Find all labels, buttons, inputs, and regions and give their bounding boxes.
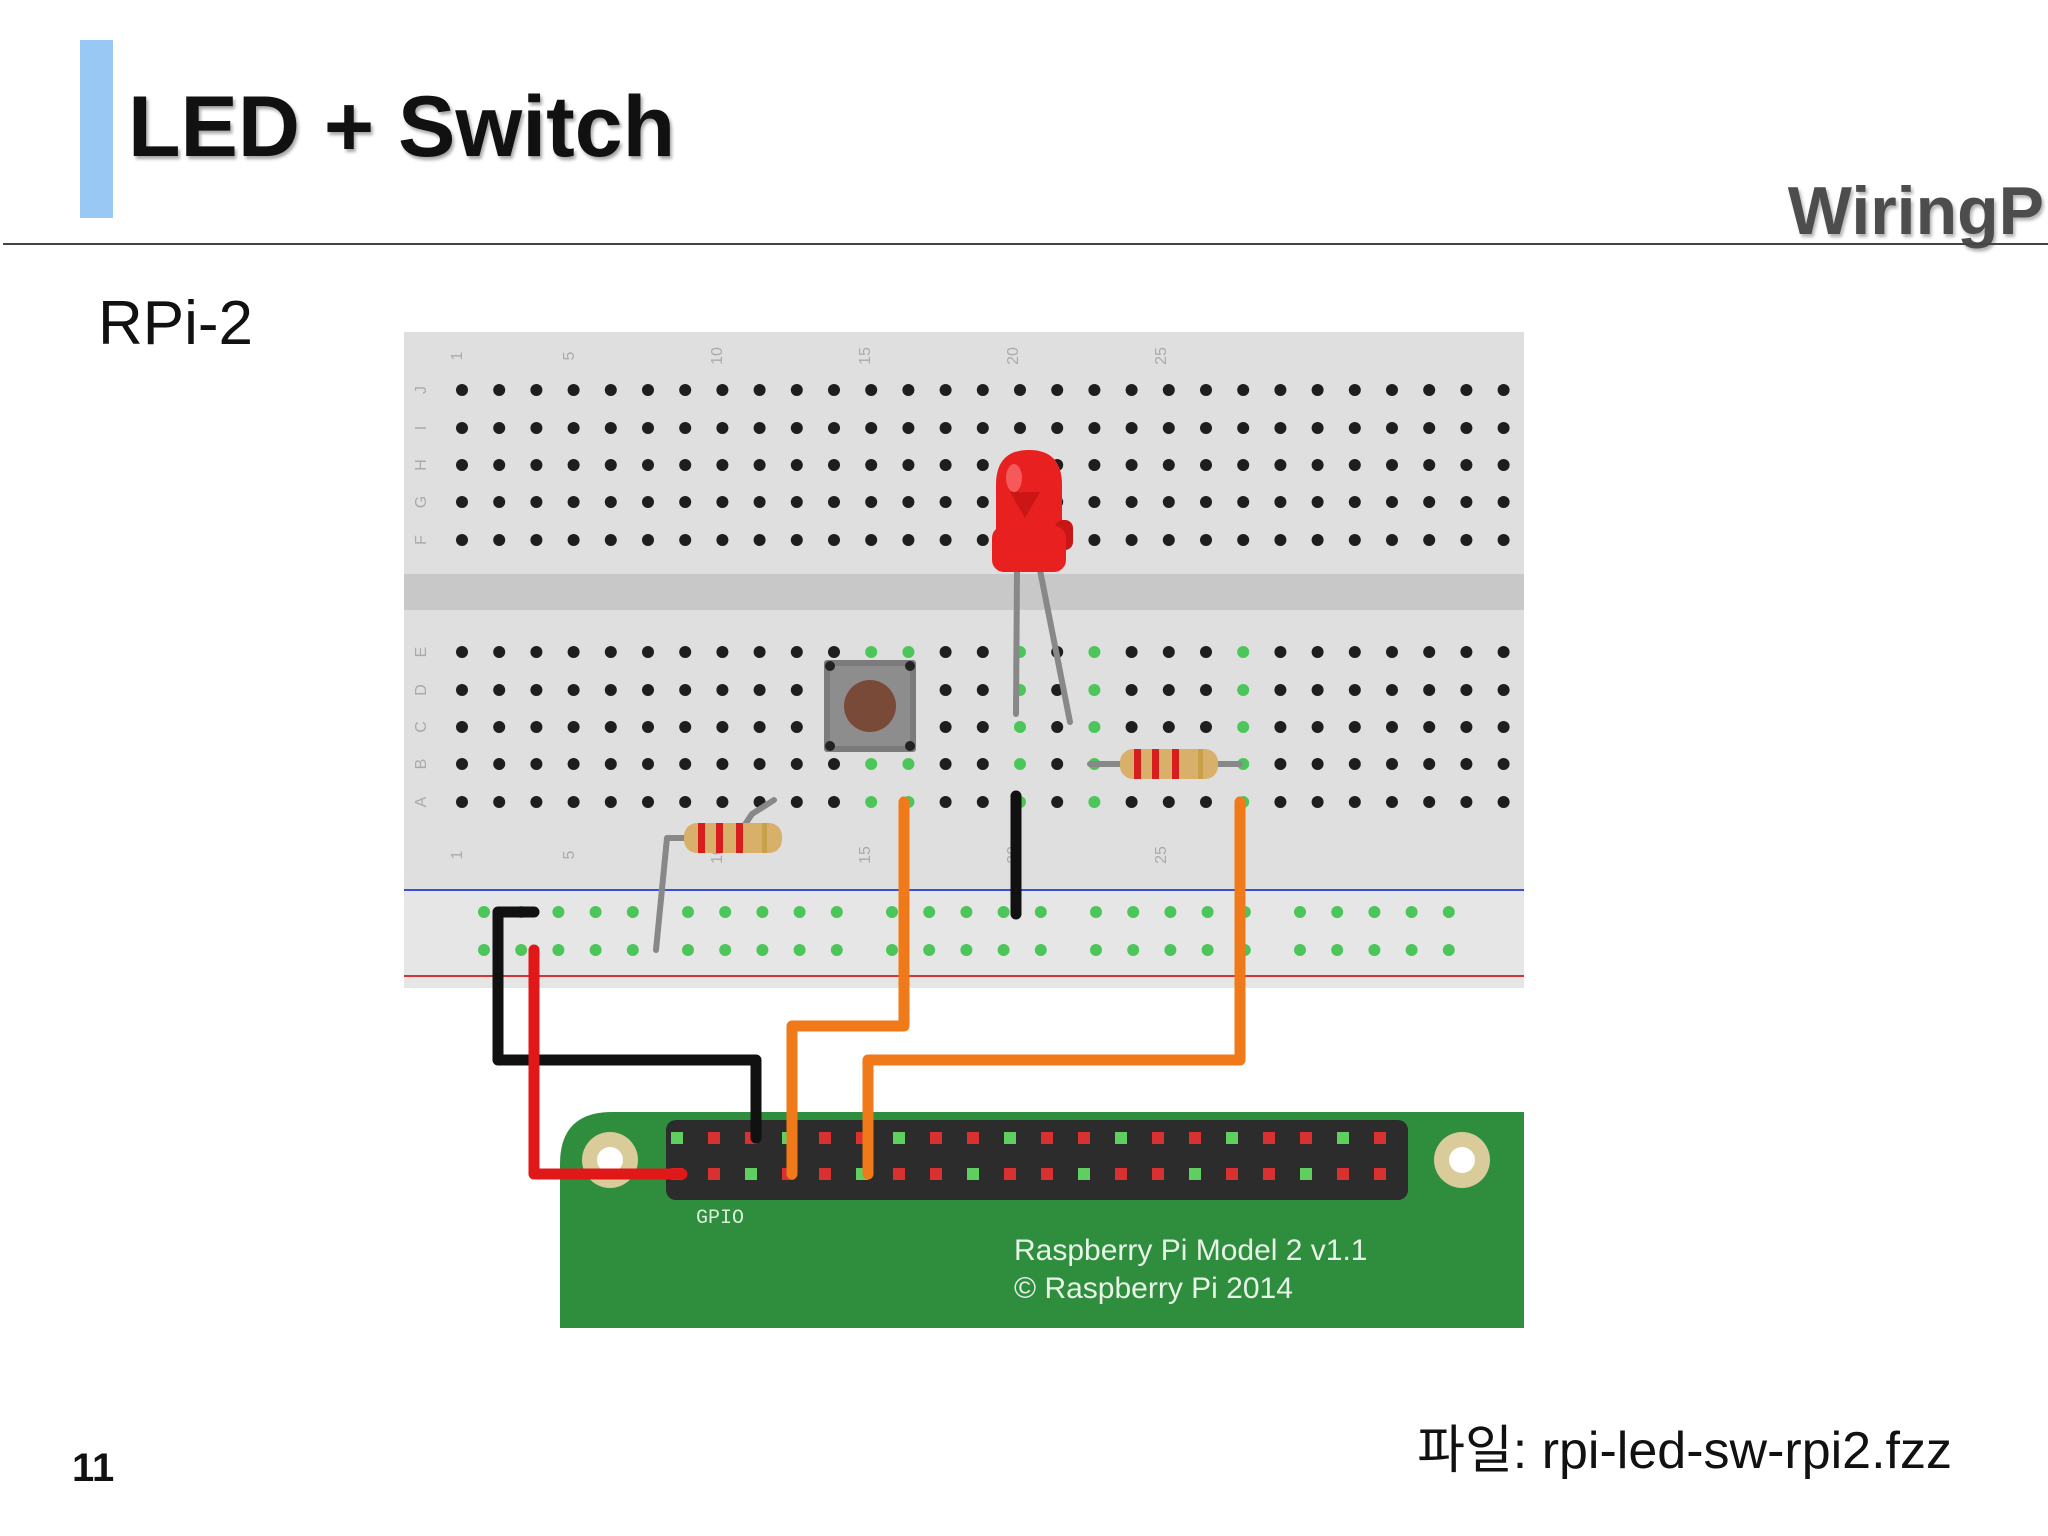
push-button-switch xyxy=(824,660,916,752)
page-number: 11 xyxy=(72,1446,115,1490)
column-label-1-bottom: 1 xyxy=(449,850,466,859)
column-label-20-top: 20 xyxy=(1005,347,1022,365)
column-label-5-top: 5 xyxy=(561,351,578,360)
column-label-10-top: 10 xyxy=(709,347,726,365)
led-lead-long xyxy=(1037,567,1073,725)
wire-red-power xyxy=(528,944,688,1180)
row-label-a: A xyxy=(413,796,430,807)
resistor-led xyxy=(1120,749,1218,779)
column-label-1-top: 1 xyxy=(449,351,466,360)
resistor-switch xyxy=(684,823,782,853)
gpio-header xyxy=(666,1120,1408,1200)
circuit-diagram: 1 5 10 15 20 25 1 5 10 15 20 25 J I H G … xyxy=(380,330,1532,1330)
breadboard xyxy=(404,332,1524,988)
header-brand: WiringP xyxy=(1787,173,2044,249)
row-label-f: F xyxy=(413,535,430,545)
board-subtitle: RPi-2 xyxy=(98,289,254,358)
row-label-i: I xyxy=(413,426,430,430)
gpio-label: GPIO xyxy=(696,1207,744,1230)
led-lead-short xyxy=(1013,567,1020,717)
slide-title: LED + Switch xyxy=(128,79,676,175)
column-label-5-bottom: 5 xyxy=(561,850,578,859)
raspberry-pi-board: GPIO Raspberry Pi Model 2 v1.1 © Raspber… xyxy=(560,1112,1524,1328)
breadboard-center-channel xyxy=(404,574,1524,610)
column-label-15-bottom: 15 xyxy=(857,846,874,864)
column-label-25-top: 25 xyxy=(1153,347,1170,365)
row-label-h: H xyxy=(413,459,430,471)
file-caption: 파일: rpi-led-sw-rpi2.fzz xyxy=(1417,1422,1952,1480)
header-divider xyxy=(3,243,2048,245)
column-label-25-bottom: 25 xyxy=(1153,846,1170,864)
row-label-b: B xyxy=(413,759,430,770)
row-label-d: D xyxy=(413,684,430,696)
breadboard-power-rail xyxy=(404,890,1524,988)
row-label-c: C xyxy=(413,721,430,733)
wire-black-ground xyxy=(492,906,762,1144)
row-label-g: G xyxy=(413,496,430,508)
row-label-j: J xyxy=(413,386,430,394)
board-copyright-label: © Raspberry Pi 2014 xyxy=(1014,1272,1293,1305)
wire-orange-led xyxy=(862,796,1246,1180)
red-led xyxy=(992,450,1073,572)
breadboard-labels: 1 5 10 15 20 25 1 5 10 15 20 25 J I H G … xyxy=(413,347,1170,864)
row-label-e: E xyxy=(413,647,430,658)
column-label-15-top: 15 xyxy=(857,347,874,365)
title-accent-bar xyxy=(80,40,113,218)
board-model-label: Raspberry Pi Model 2 v1.1 xyxy=(1014,1234,1368,1267)
wire-orange-switch xyxy=(786,796,910,1180)
